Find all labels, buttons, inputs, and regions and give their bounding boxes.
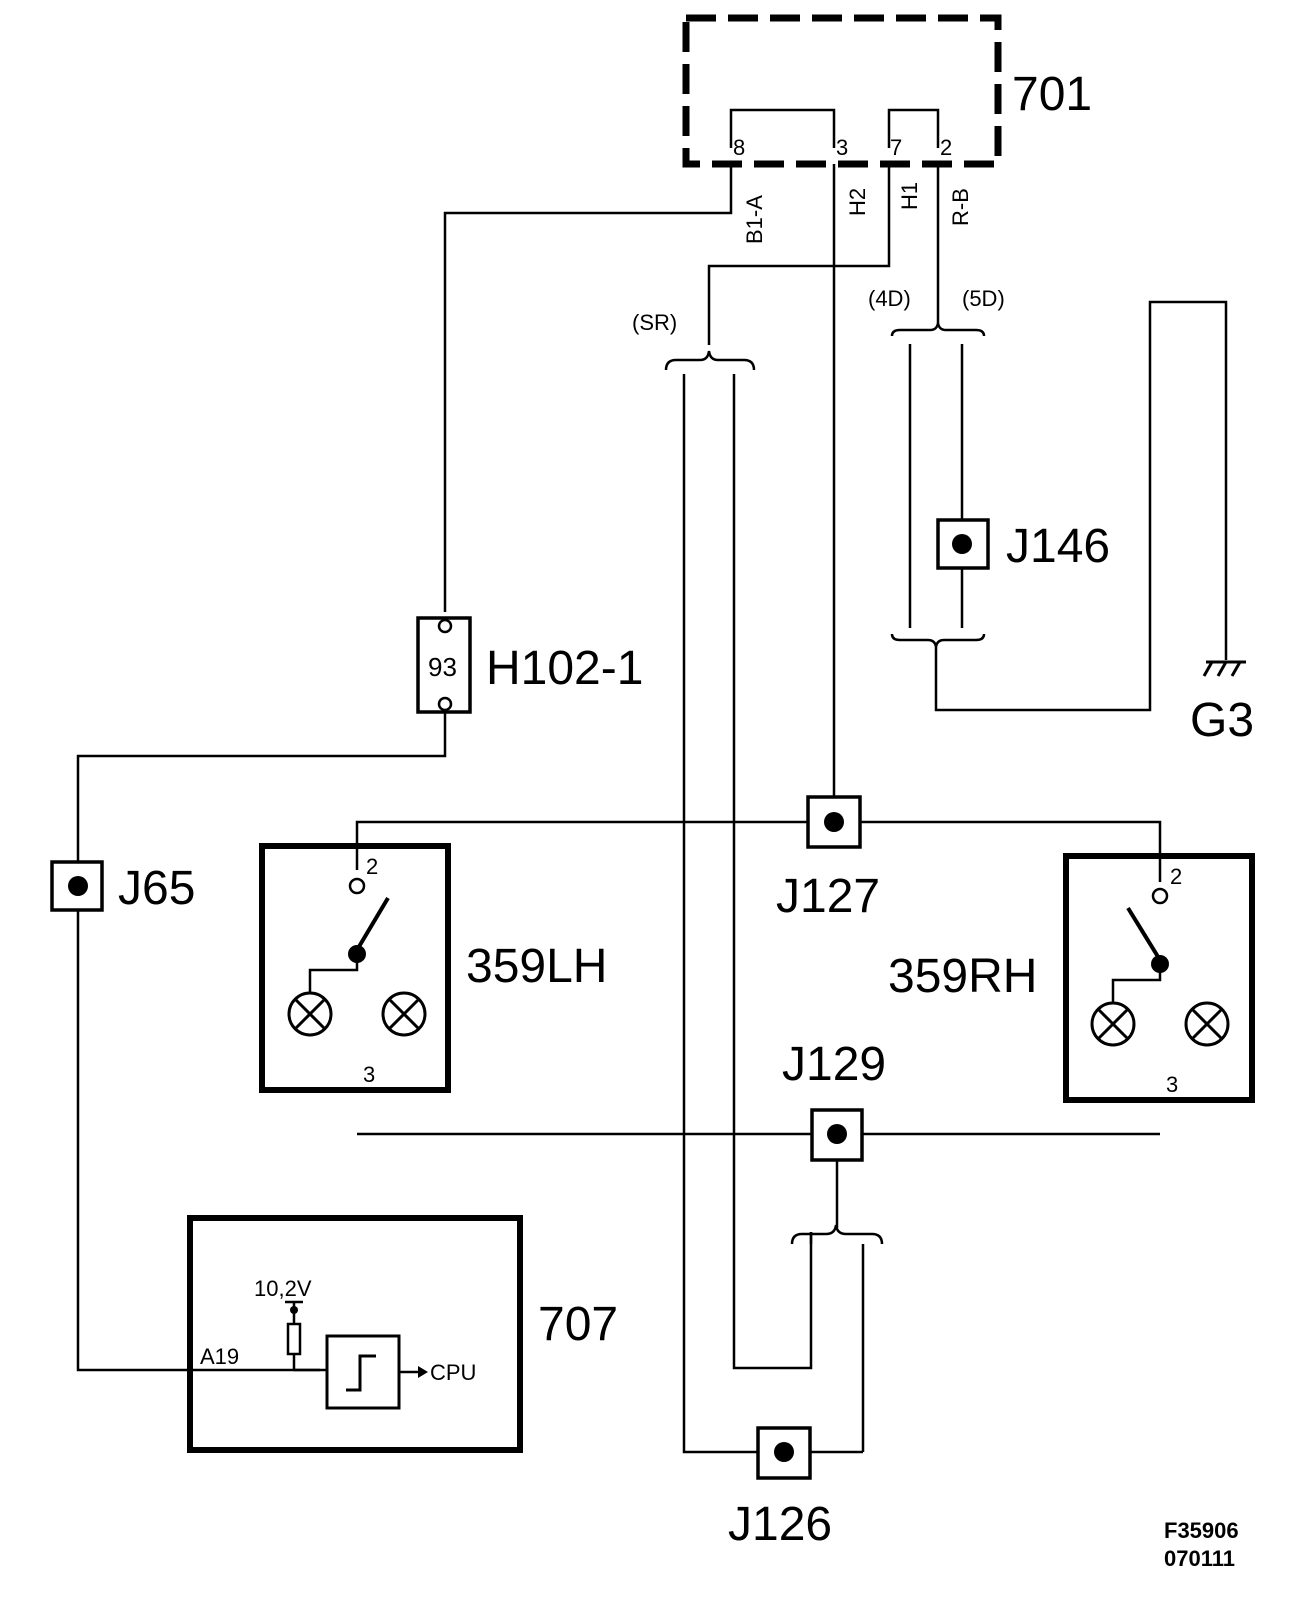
ground-g3-icon (1202, 660, 1246, 677)
switch-lh-bulb-bus (308, 954, 359, 994)
footer-code: F35906 (1164, 1518, 1239, 1543)
switch-lh-contact (348, 877, 366, 895)
switch-lh-pin3: 3 (363, 1062, 375, 1087)
module-701-label: 701 (1012, 68, 1092, 121)
wire-j65-707 (76, 910, 320, 1372)
pin-2: 2 (940, 135, 952, 160)
bulb-icon (381, 991, 427, 1037)
connector-j146-label: J146 (1006, 520, 1110, 573)
connector-j65-label: J65 (118, 862, 195, 915)
connector-j129 (810, 1108, 864, 1162)
wire-rb-label: R-B (948, 188, 973, 226)
variant-sr-label: (SR) (632, 310, 677, 335)
module-701-tab-right (887, 108, 940, 148)
switch-lh-lever (355, 896, 390, 952)
switch-rh-lever (1126, 906, 1162, 962)
h102-pin-label: 93 (428, 652, 457, 682)
variant-5d-label: (5D) (962, 286, 1005, 311)
wire-h1-label: H1 (897, 182, 922, 210)
connector-h102-1-label: H102-1 (486, 642, 643, 695)
connector-j126 (756, 1426, 812, 1480)
module-707-voltage: 10,2V (254, 1276, 312, 1301)
module-701-tab-left (729, 108, 836, 148)
pin-7: 7 (890, 135, 902, 160)
bulb-icon (287, 991, 333, 1037)
switch-rh-pin2: 2 (1170, 864, 1182, 889)
pin-8: 8 (733, 135, 745, 160)
module-707-output: CPU (430, 1360, 476, 1385)
wire-b1a (443, 164, 733, 612)
connector-j129-label: J129 (782, 1038, 886, 1091)
switch-359rh-label: 359RH (888, 950, 1037, 1003)
connector-j146 (936, 518, 990, 570)
wire-sr-left (682, 374, 758, 1454)
arrow-right-icon (418, 1366, 428, 1378)
wire-h102-j65 (76, 712, 447, 870)
bus-pin2 (355, 820, 1162, 882)
bulb-icon (1090, 1001, 1136, 1047)
variant-4d-label: (4D) (868, 286, 911, 311)
module-707-pin: A19 (200, 1344, 239, 1369)
switch-rh-pin3: 3 (1166, 1072, 1178, 1097)
wire-to-ground (934, 300, 1228, 712)
bulb-icon (1184, 1001, 1230, 1047)
switch-rh-bulb-bus (1111, 964, 1162, 1004)
schmitt-symbol (346, 1354, 376, 1392)
module-707-label: 707 (538, 1298, 618, 1351)
sr-brace (664, 350, 756, 371)
d-brace-bottom (890, 633, 986, 648)
switch-rh-contact (1151, 887, 1169, 905)
resistor-icon (286, 1322, 302, 1356)
d-brace-top (890, 322, 986, 337)
pin-3: 3 (836, 135, 848, 160)
switch-359lh-box (259, 843, 451, 1093)
wire-h1 (707, 164, 891, 345)
switch-359lh-label: 359LH (466, 940, 607, 993)
switch-359rh-box (1063, 853, 1255, 1103)
wire-b1a-label: B1-A (742, 195, 767, 244)
wire-sr-right (732, 374, 813, 1370)
module-707-box (187, 1215, 523, 1453)
connector-j127-label: J127 (776, 870, 880, 923)
connector-j65 (50, 860, 104, 912)
connector-j127 (806, 795, 862, 849)
j129-brace (790, 1224, 884, 1245)
footer-date: 070111 (1164, 1546, 1235, 1571)
schmitt-trigger-icon (325, 1334, 401, 1410)
switch-lh-pin2: 2 (366, 854, 378, 879)
wire-h2-label: H2 (845, 188, 870, 216)
connector-j126-label: J126 (728, 1498, 832, 1551)
connector-h102-1 (416, 616, 472, 714)
module-701-box (682, 14, 1002, 168)
ground-g3-label: G3 (1190, 694, 1254, 747)
